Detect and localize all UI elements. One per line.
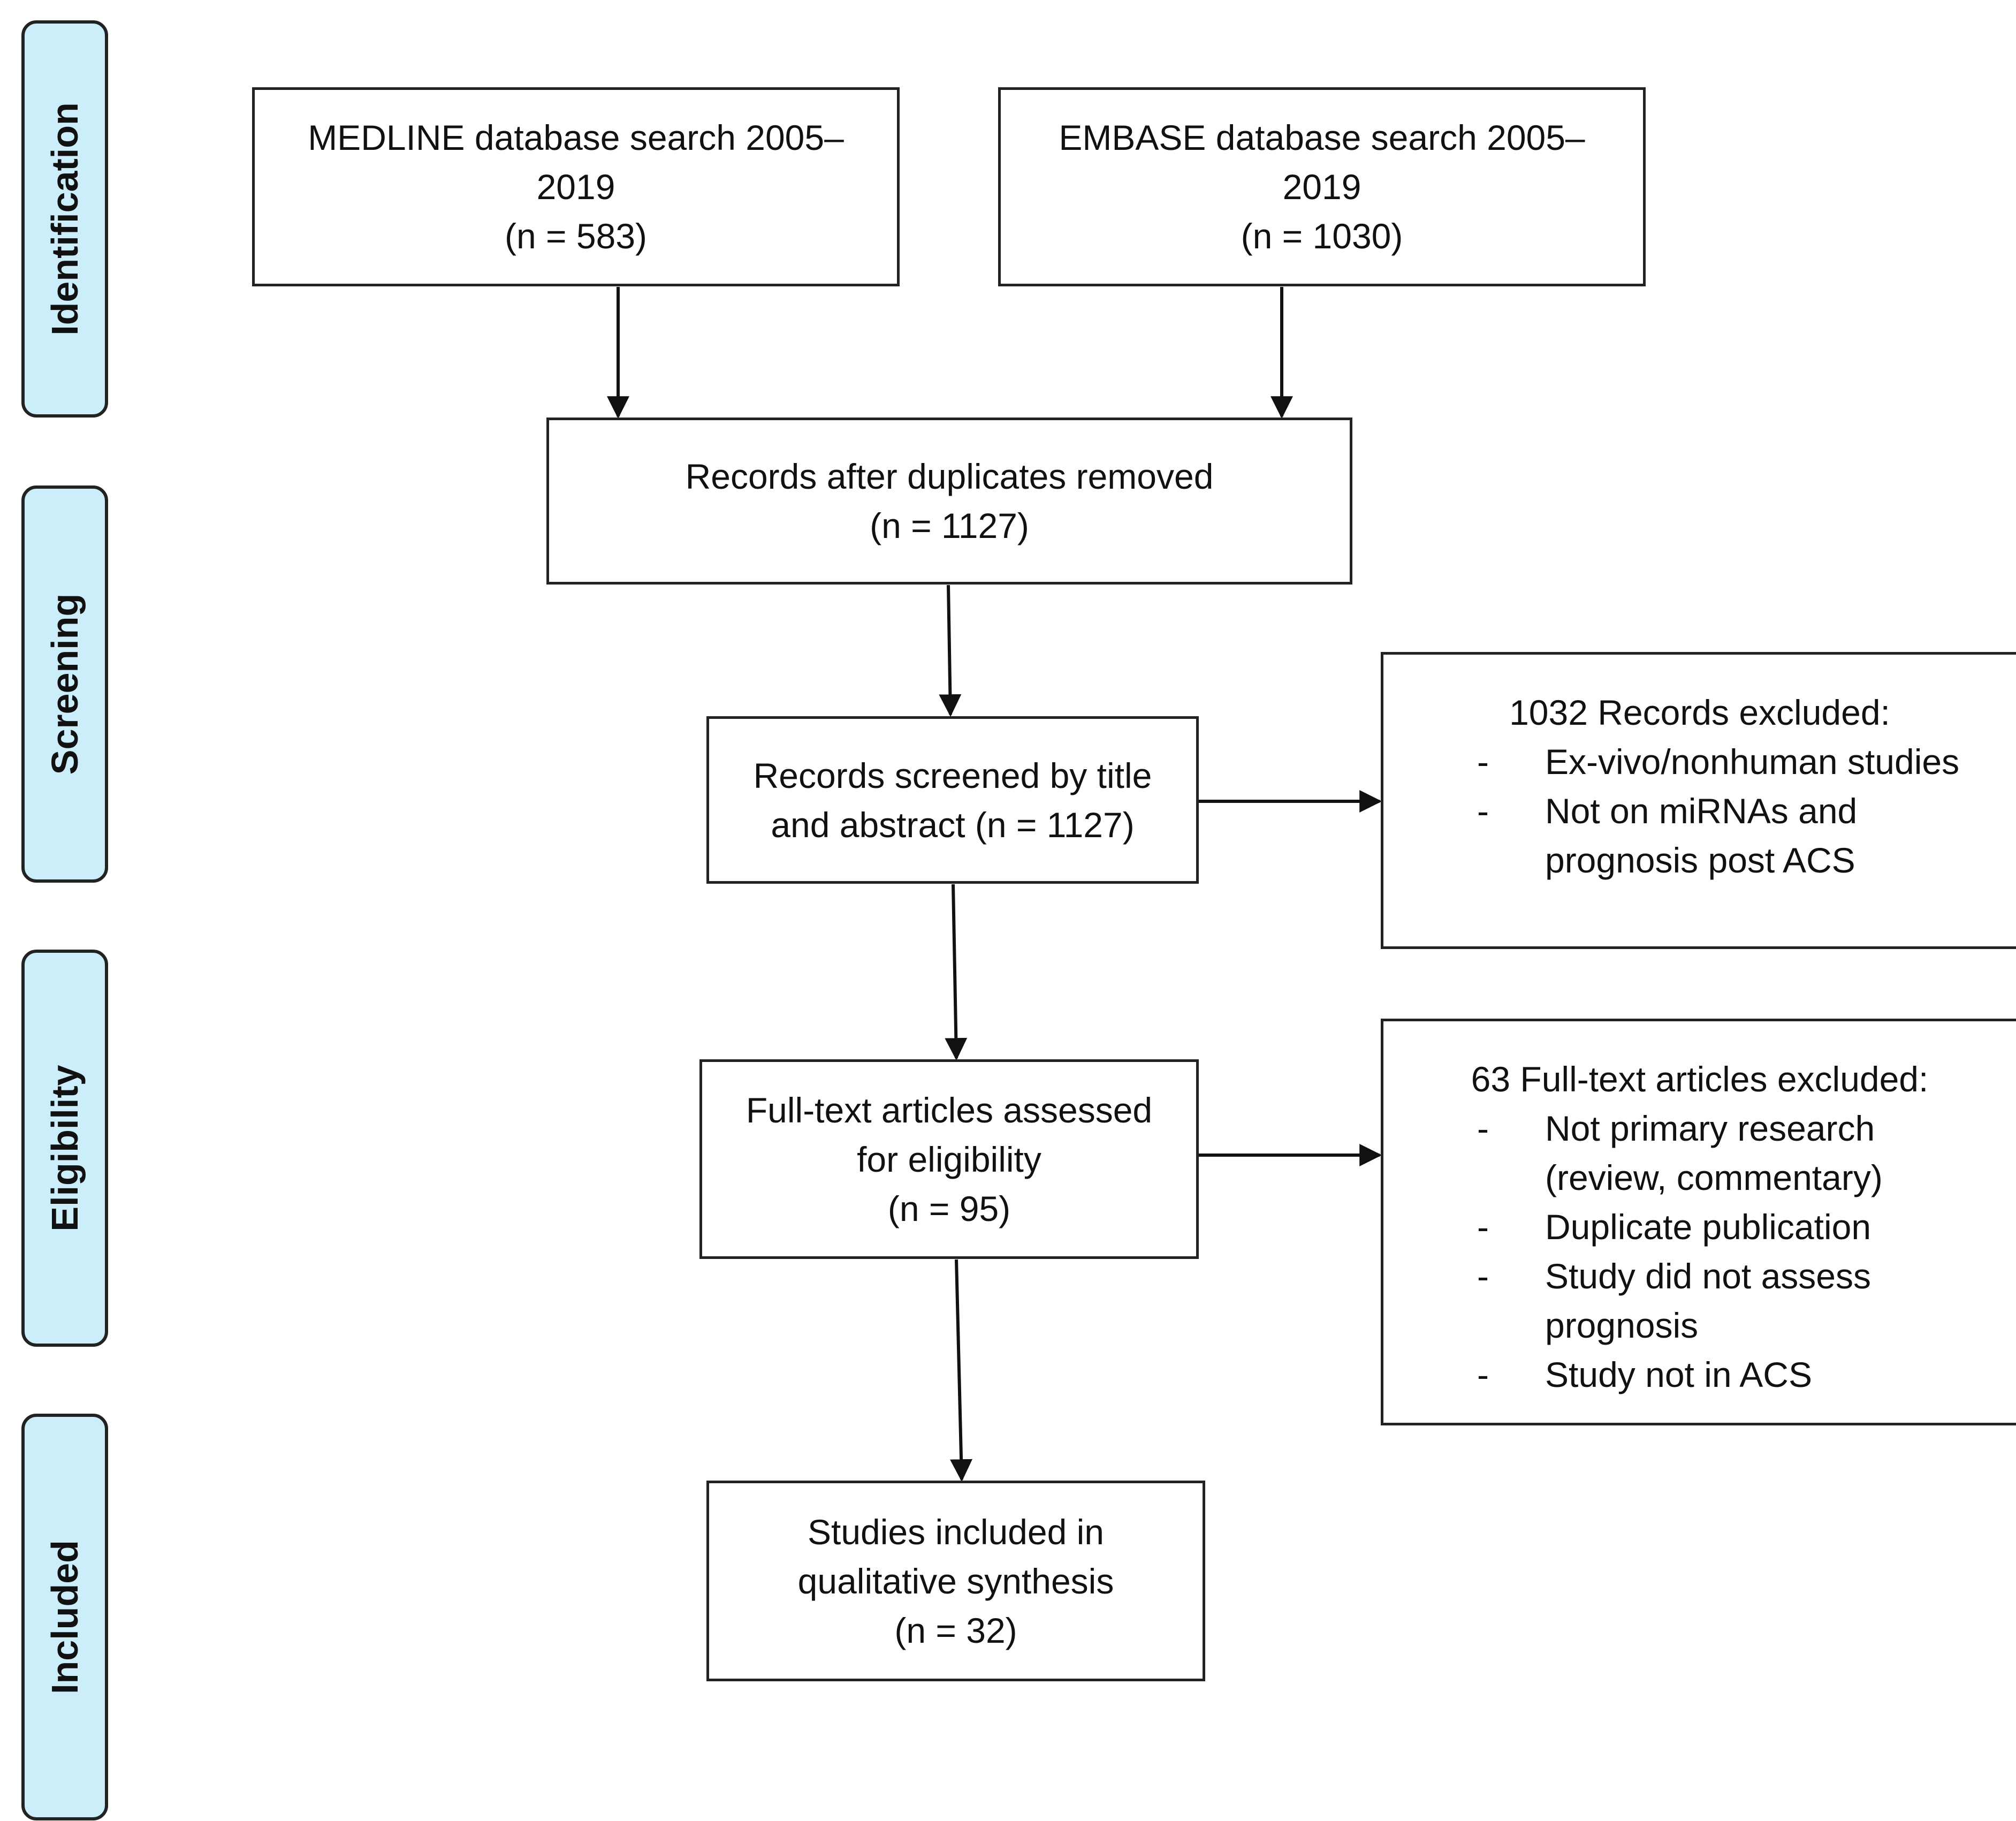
arrow-fulltext-to-included [950, 1259, 973, 1482]
list-item-text: Study not in ACS [1545, 1355, 1812, 1394]
list-dash: - [1477, 1207, 1489, 1247]
embase-search-box: EMBASE database search 2005– 2019 (n = 1… [998, 87, 1646, 286]
fulltext-exclusions-box: 63 Full-text articles excluded: - Not pri… [1381, 1019, 2016, 1425]
list-item-text: Not on miRNAs and prognosis post ACS [1545, 791, 1858, 880]
stage-included: Included [21, 1414, 108, 1820]
list-dash: - [1477, 1109, 1489, 1148]
list-item-text: Study did not assess prognosis [1545, 1256, 1872, 1345]
screening-exclusions-list: - Ex-vivo/nonhuman studies - Not on miRNAs… [1383, 737, 2016, 885]
screening-exclusions-box: 1032 Records excluded: - Ex-vivo/nonhuman… [1381, 652, 2016, 949]
stage-eligibility: Eligibility [21, 950, 108, 1347]
list-item: - Not primary research (review, commentar… [1383, 1104, 2016, 1202]
screened-line-1: Records screened by title [753, 755, 1152, 795]
fulltext-exclusions-list: - Not primary research (review, commentar… [1383, 1104, 2016, 1399]
duplicates-line-1: Records after duplicates removed [685, 457, 1214, 496]
records-screened-box: Records screened by title and abstract (… [706, 716, 1199, 884]
list-item: - Duplicate publication [1383, 1202, 2016, 1251]
medline-search-box: MEDLINE database search 2005– 2019 (n = … [252, 87, 900, 286]
screening-exclusions-heading: 1032 Records excluded: [1509, 693, 1890, 732]
duplicates-count: (n = 1127) [870, 506, 1029, 545]
fulltext-line-2: for eligibility [857, 1139, 1041, 1179]
list-dash: - [1477, 1355, 1489, 1394]
screened-line-2: and abstract (n = 1127) [771, 805, 1135, 845]
list-dash: - [1477, 1256, 1489, 1296]
medline-line-2: 2019 [536, 167, 615, 207]
embase-line-1: EMBASE database search 2005– [1059, 118, 1585, 157]
arrow-duplicates-to-screened [939, 585, 962, 717]
included-count: (n = 32) [894, 1610, 1017, 1650]
included-line-2: qualitative synthesis [797, 1561, 1114, 1601]
list-item: - Study did not assess prognosis [1383, 1251, 2016, 1350]
medline-count: (n = 583) [505, 216, 647, 256]
list-item: - Ex-vivo/nonhuman studies [1383, 737, 2016, 786]
studies-included-box: Studies included in qualitative synthesi… [706, 1481, 1205, 1681]
fulltext-assessed-box: Full-text articles assessed for eligibil… [699, 1059, 1199, 1259]
arrow-screened-to-fulltext [945, 884, 968, 1061]
stage-screening: Screening [21, 485, 108, 883]
list-item: - Study not in ACS [1383, 1350, 2016, 1399]
duplicates-removed-box: Records after duplicates removed (n = 11… [546, 418, 1352, 585]
list-dash: - [1477, 791, 1489, 831]
stage-identification: Identification [21, 20, 108, 418]
fulltext-exclusions-heading: 63 Full-text articles excluded: [1471, 1059, 1929, 1099]
list-item-text: Duplicate publication [1545, 1207, 1872, 1247]
embase-line-2: 2019 [1282, 167, 1361, 207]
list-dash: - [1477, 742, 1489, 781]
included-line-1: Studies included in [807, 1512, 1105, 1552]
list-item-text: Ex-vivo/nonhuman studies [1545, 742, 1960, 781]
list-item: - Not on miRNAs and prognosis post ACS [1383, 786, 2016, 885]
fulltext-line-1: Full-text articles assessed [745, 1090, 1153, 1130]
embase-count: (n = 1030) [1241, 216, 1403, 256]
list-item-text: Not primary research (review, commentary… [1545, 1109, 1883, 1197]
fulltext-count: (n = 95) [887, 1188, 1011, 1228]
medline-line-1: MEDLINE database search 2005– [308, 118, 844, 157]
